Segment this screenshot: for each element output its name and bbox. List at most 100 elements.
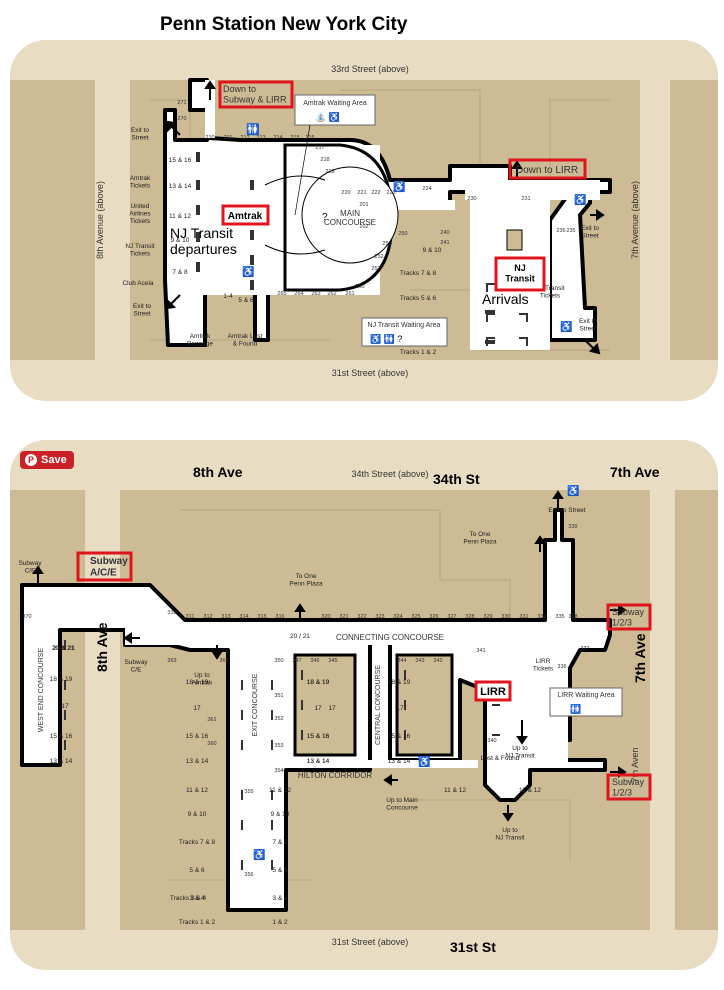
stair-number: 330	[501, 614, 510, 620]
stair-number: 338	[568, 614, 577, 620]
map-label: 9 & 10	[171, 237, 190, 244]
map-label: 18 & 19	[50, 676, 73, 683]
stair-number: 331	[519, 614, 528, 620]
stair-number: 345	[328, 658, 337, 664]
stair-number: 315	[257, 614, 266, 620]
stair-number: 321	[339, 614, 348, 620]
callout-amtrak	[221, 204, 270, 226]
callout-amtrak-text: Amtrak	[228, 211, 263, 222]
stair-number: 230	[467, 196, 476, 202]
map-label: 17	[396, 705, 404, 712]
map-label: 17	[193, 705, 201, 712]
map-label: 9 & 10	[271, 811, 290, 818]
stair-number: 335	[555, 614, 564, 620]
stair-number: 310	[167, 610, 176, 616]
lower-map-canvas: 34th Street (above) 31st Street (above) …	[10, 440, 718, 970]
stair-number: 314	[239, 614, 248, 620]
upper-arrows	[166, 80, 605, 355]
stair-number: 320	[321, 614, 330, 620]
map-label: 15 & 16	[50, 733, 73, 740]
label-8th-ave: 8th Ave	[193, 464, 243, 480]
map-label: Club Acela	[122, 280, 153, 287]
west-end-concourse-label: WEST END CONCOURSE	[38, 648, 45, 733]
stair-number: 326	[429, 614, 438, 620]
stair-number: 350	[274, 658, 283, 664]
stair-number: 344	[397, 658, 406, 664]
stair-number: 351	[274, 693, 283, 699]
stair-number: 240	[440, 230, 449, 236]
map-label: Amtrak Lost& Found	[228, 333, 263, 348]
stair-number: 363	[167, 658, 176, 664]
callout-lirr	[474, 680, 512, 702]
map-label: 18 & 19	[186, 679, 209, 686]
map-label: 17	[61, 703, 69, 710]
restroom-icon: 🚻	[246, 123, 260, 136]
stair-number: 370	[22, 614, 31, 620]
stair-number: 264	[294, 291, 303, 297]
block-west	[10, 80, 95, 360]
nj-stairs	[486, 283, 528, 346]
label-7th-ave-side: 7th Ave	[632, 633, 648, 683]
map-upper-level: 33rd Street (above) 31st Street (above) …	[10, 40, 718, 401]
map-label: 9 & 10	[188, 811, 207, 818]
map-label: Lost & Found	[481, 755, 520, 762]
map-label: Tracks 1 & 2	[179, 919, 216, 926]
label-31st-st: 31st St	[450, 939, 496, 955]
callout-subway-123-top	[606, 603, 652, 631]
street-label-8th-ave: 8th Avenue (above)	[95, 181, 105, 259]
stair-number: 211	[224, 135, 233, 141]
stair-number: 260	[355, 284, 364, 290]
stair-number: 219	[325, 169, 334, 175]
stair-number: 361	[207, 717, 216, 723]
stair-number: 253	[371, 266, 380, 272]
central-concourse-label: CENTRAL CONCOURSE	[375, 665, 382, 745]
stair-number: 347	[292, 658, 301, 664]
stair-number: 346	[310, 658, 319, 664]
stair-number: 337	[580, 646, 589, 652]
upper-map-canvas: 33rd Street (above) 31st Street (above) …	[10, 40, 718, 401]
map-label: Tracks 7 & 8	[179, 839, 216, 846]
callout-down-subway-lirr	[218, 80, 294, 109]
map-label: 9 & 10	[423, 247, 442, 254]
map-label: 20 / 21	[290, 633, 310, 640]
restroom-icon: 🚻	[570, 703, 581, 714]
map-label: 13 & 14	[307, 758, 330, 765]
wheelchair-icon: ♿	[418, 755, 430, 768]
stair-number: 328	[465, 614, 474, 620]
save-label: Save	[41, 454, 67, 466]
street-label-34th: 34th Street (above)	[351, 469, 428, 479]
street-label-33rd: 33rd Street (above)	[331, 64, 409, 74]
callout-subway-123-bottom	[606, 773, 652, 801]
stair-number: 235	[566, 228, 575, 234]
map-label: 13 & 14	[50, 758, 73, 765]
label-8th-ave-side: 8th Ave	[94, 622, 110, 672]
stair-number: 250	[398, 231, 407, 237]
stair-number: 322	[357, 614, 366, 620]
stair-number: 353	[274, 743, 283, 749]
map-label: 11 & 12	[519, 787, 541, 794]
stair-number: 214	[273, 135, 282, 141]
stair-number: 218	[320, 157, 329, 163]
stair-number: 236	[556, 228, 565, 234]
stair-number: 324	[393, 614, 402, 620]
stair-number: 212	[240, 135, 249, 141]
stair-number: 262	[327, 291, 336, 297]
lirr-waiting-area-label: LIRR Waiting Area	[557, 692, 614, 699]
map-label: 7 & 8	[272, 839, 288, 846]
stair-number: 327	[447, 614, 456, 620]
stair-number: 325	[411, 614, 420, 620]
